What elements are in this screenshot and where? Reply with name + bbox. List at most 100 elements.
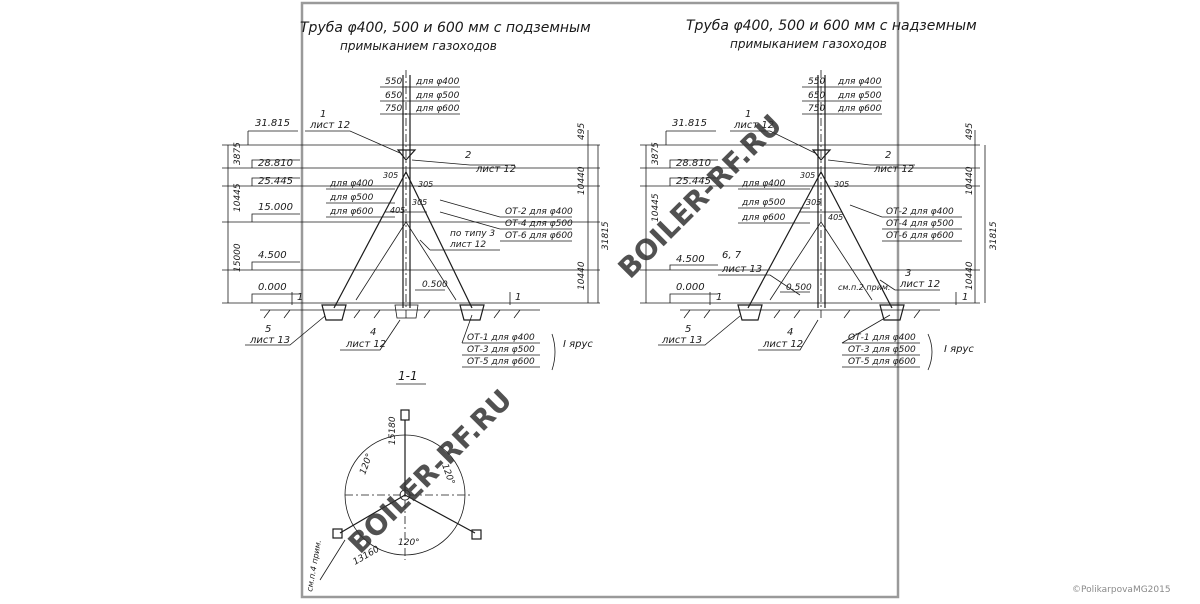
left-callout-5-sheet: лист 13 [249,335,290,346]
right-ot-upper-1: ОТ-2 для φ400 [886,207,954,217]
left-dim-10440b: 10440 [577,261,587,290]
right-dim-305a: 305 [800,171,815,180]
left-dim-10440a: 10440 [577,166,587,195]
right-height-750: 750 [808,104,825,114]
left-elev-28810: 28.810 [258,158,293,169]
right-callout-2: 2 [885,150,891,161]
right-callout-3-sheet: лист 12 [899,279,940,290]
right-dim-10440b: 10440 [965,261,975,290]
right-chimney-drawing: Труба φ400, 500 и 600 мм с надземным при… [640,18,999,371]
left-tower-leg-right [405,171,473,309]
right-foundation-right [879,304,905,321]
left-callout-2-sheet: лист 12 [475,164,516,175]
right-tier-label: I ярус [944,344,974,355]
right-elev-0000: 0.000 [676,282,705,293]
left-section-title: 1-1 [398,369,418,383]
left-height-label-400: для φ400 [415,77,460,87]
right-elev-4500: 4.500 [676,254,705,265]
left-height-750: 750 [385,104,402,114]
right-dim-305b: 305 [834,180,849,189]
left-elev-15000: 15.000 [258,202,293,213]
left-dim-15000: 15000 [233,243,243,272]
right-dia-600: для φ600 [741,213,786,223]
left-callout-1-sheet: лист 12 [309,120,350,131]
right-elev-25445: 25.445 [676,176,711,187]
left-elev-0000: 0.000 [258,282,287,293]
right-tower-leg-left [747,171,822,309]
left-dim-3875: 3875 [233,142,243,165]
right-callout-1: 1 [745,109,751,120]
right-callout-67-sheet: лист 13 [721,264,762,275]
left-dim-10445: 10445 [233,183,243,212]
left-callout-3: по типу 3 [450,229,495,239]
right-dim-0500: 0.500 [786,283,812,293]
right-section-mark-b: 1 [962,292,968,303]
left-plan-view [332,409,482,560]
right-foundation-left [737,304,763,321]
left-ot-upper-2: ОТ-4 для φ500 [505,219,573,229]
left-tower-leg-left [333,171,407,309]
right-ot-upper-2: ОТ-4 для φ500 [886,219,954,229]
left-foundation-right [459,304,485,321]
left-ot-upper-1: ОТ-2 для φ400 [505,207,573,217]
left-callout-3-sheet: лист 12 [449,240,486,250]
right-title-line1: Труба φ400, 500 и 600 мм с надземным [686,18,977,34]
right-callout-3: 3 [905,268,911,279]
right-dim-405: 405 [828,213,843,222]
right-dim-3875: 3875 [651,142,661,165]
left-title-line1: Труба φ400, 500 и 600 мм с подземным [300,20,591,36]
right-tower-leg-right [820,171,893,309]
left-dim-305b: 305 [418,180,433,189]
right-callout-1-sheet: лист 12 [733,120,774,131]
left-section-mark-b: 1 [515,292,521,303]
left-dia-600: для φ600 [329,207,374,217]
right-dia-500: для φ500 [741,198,786,208]
right-callout-5: 5 [685,324,691,335]
right-title-line2: примыканием газоходов [730,37,887,51]
left-title-line2: примыканием газоходов [340,39,497,53]
left-dia-500: для φ500 [329,193,374,203]
left-dim-305a: 305 [383,171,398,180]
right-dim-305c: 305 [806,198,821,207]
left-callout-4-sheet: лист 12 [345,339,386,350]
left-tier-label: I ярус [563,339,593,350]
left-dim-0500: 0.500 [422,280,448,290]
right-callout-4: 4 [787,327,793,338]
right-dia-400: для φ400 [741,179,786,189]
left-callout-5: 5 [265,324,271,335]
left-height-label-600: для φ600 [415,104,460,114]
right-note: см.п.2 прим. [838,283,890,292]
right-elev-28810: 28.810 [676,158,711,169]
left-elev-31815: 31.815 [255,118,290,129]
left-elev-4500: 4.500 [258,250,287,261]
copyright-text: ©PolikarpovaMG2015 [1072,585,1171,595]
right-dim-495: 495 [965,123,975,140]
right-height-650: 650 [808,91,825,101]
left-dim-495: 495 [577,123,587,140]
left-dim-305c: 305 [412,198,427,207]
left-height-650: 650 [385,91,402,101]
right-dim-10440a: 10440 [965,166,975,195]
right-ot-lower-3: ОТ-5 для φ600 [848,357,916,367]
right-ot-lower-2: ОТ-3 для φ500 [848,345,916,355]
left-chimney-drawing: Труба φ400, 500 и 600 мм с подземным при… [222,20,611,592]
left-ot-lower-3: ОТ-5 для φ600 [467,357,535,367]
left-dia-400: для φ400 [329,179,374,189]
right-dim-31815: 31815 [989,221,999,250]
right-callout-4-sheet: лист 12 [762,339,803,350]
right-height-label-600: для φ600 [837,104,882,114]
right-ot-upper-3: ОТ-6 для φ600 [886,231,954,241]
left-ot-lower-1: ОТ-1 для φ400 [467,333,535,343]
right-callout-2-sheet: лист 12 [873,164,914,175]
right-height-550: 550 [808,77,825,87]
right-elev-31815: 31.815 [672,118,707,129]
left-elev-25445: 25.445 [258,176,293,187]
right-height-label-400: для φ400 [837,77,882,87]
right-section-mark-a: 1 [716,292,722,303]
left-plan-dim-15180: 15180 [388,416,398,445]
right-ot-lower-1: ОТ-1 для φ400 [848,333,916,343]
left-dim-31815: 31815 [601,221,611,250]
left-height-label-500: для φ500 [415,91,460,101]
left-callout-1: 1 [320,109,326,120]
